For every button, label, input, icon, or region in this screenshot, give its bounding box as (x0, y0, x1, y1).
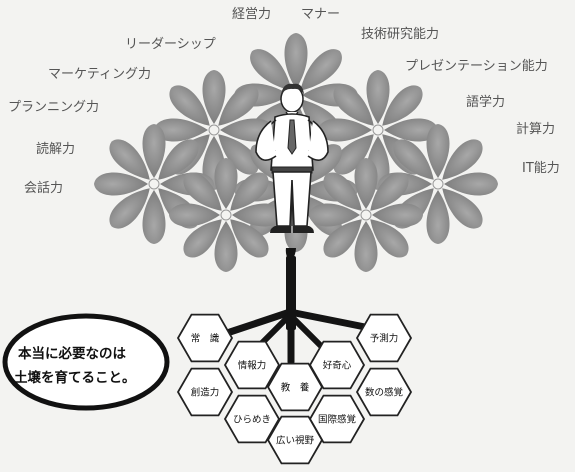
canopy-petal (444, 172, 498, 196)
canopy-petal (183, 219, 222, 258)
canopy-petal (384, 118, 438, 142)
flower-center (148, 178, 160, 190)
foundation-hexagon-label: 創造力 (191, 387, 220, 399)
canopy-petal (323, 219, 362, 258)
canopy-petal (372, 203, 423, 227)
flower-center (432, 178, 444, 190)
canopy-petal (354, 158, 378, 209)
flower-center (220, 209, 232, 221)
canopy-petal (250, 49, 292, 91)
skill-label-presentation: プレゼンテーション能力 (405, 59, 548, 74)
canopy-petal (370, 172, 409, 211)
canopy-petal (426, 124, 450, 178)
foundation-hexagon (355, 367, 413, 417)
skill-label-kaiwa: 会話力 (24, 180, 63, 196)
businessman-figure (255, 83, 329, 233)
canopy-petal (214, 158, 238, 209)
canopy-petal (232, 203, 283, 227)
callout-line-2: 土壌を育てること。 (14, 369, 136, 386)
canopy-petal (202, 70, 226, 124)
foundation-hexagon-label: 情報力 (238, 360, 267, 372)
skill-label-keisan: 計算力 (516, 121, 555, 137)
canopy-petal (323, 172, 362, 211)
canopy-petal (426, 190, 450, 244)
canopy-petal (109, 188, 150, 229)
skill-label-keiei: 経営力 (232, 7, 271, 22)
canopy-petal (370, 219, 409, 258)
foundation-hexagon-label: 教 養 (281, 382, 310, 394)
canopy-petal (142, 190, 166, 244)
canopy-petal (309, 203, 360, 227)
skill-labels: 経営力 マナー 技術研究能力 リーダーシップ プレゼンテーション能力 マーケティ… (8, 7, 560, 196)
skill-label-it: IT能力 (522, 161, 560, 176)
foundation-hexagon (266, 415, 324, 465)
foundation-hexagon (223, 340, 281, 390)
foundation-hexagon-label: 広い視野 (276, 435, 315, 447)
canopy-petal (300, 49, 342, 91)
foundation-hexagon (176, 313, 234, 363)
canopy-petal (284, 33, 308, 89)
skill-label-gogaku: 語学力 (466, 94, 505, 110)
foundation-hexagon-label: 好奇心 (323, 360, 352, 372)
canopy-petal (169, 203, 220, 227)
skill-label-manner: マナー (301, 7, 340, 22)
skill-label-gijutsu: 技術研究能力 (361, 27, 439, 42)
canopy-petal (333, 85, 374, 126)
skill-label-planning: プランニング力 (8, 100, 99, 115)
canopy-petal (214, 221, 238, 272)
foundation-hexagon-label: 数の感覚 (365, 387, 404, 399)
canopy-petal (183, 172, 222, 211)
foundation-hexagon (355, 313, 413, 363)
canopy-petal (142, 124, 166, 178)
canopy-petal (366, 70, 390, 124)
canopy-petal (94, 172, 148, 196)
canopy-petal (393, 139, 434, 180)
foundation-hexagon-label: 常 識 (191, 333, 220, 345)
flower-center (372, 124, 384, 136)
skill-label-dokkai: 読解力 (36, 141, 75, 157)
skill-label-marketing: マーケティング力 (48, 67, 151, 82)
canopy-petal (109, 139, 150, 180)
canopy-petal (230, 172, 269, 211)
flower-center (208, 124, 220, 136)
message-callout: 本当に必要なのは 土壌を育てること。 (2, 313, 170, 411)
foundation-hexagon-label: 国際感覚 (318, 414, 357, 426)
flower-center (360, 209, 372, 221)
canopy-petal (318, 118, 372, 142)
foundation-hexagon-label: ひらめき (233, 415, 271, 426)
canopy-petal (169, 85, 210, 126)
foundation-hexagon (223, 394, 281, 444)
canopy-petal (158, 139, 199, 180)
foundation-hexagon (176, 367, 234, 417)
canopy-petal (442, 139, 483, 180)
canopy-petal (218, 134, 259, 175)
canopy-petal (333, 134, 374, 175)
canopy-petal (382, 85, 423, 126)
foundation-hexagon (266, 362, 324, 412)
canopy-petal (354, 221, 378, 272)
canopy-petal (442, 188, 483, 229)
foundation-hexagon-label: 予測力 (370, 333, 399, 345)
canopy-petal (230, 219, 269, 258)
canopy-petal (218, 85, 259, 126)
canopy-petal (154, 118, 208, 142)
callout-line-1: 本当に必要なのは (18, 345, 126, 362)
skill-label-leadership: リーダーシップ (125, 37, 216, 52)
